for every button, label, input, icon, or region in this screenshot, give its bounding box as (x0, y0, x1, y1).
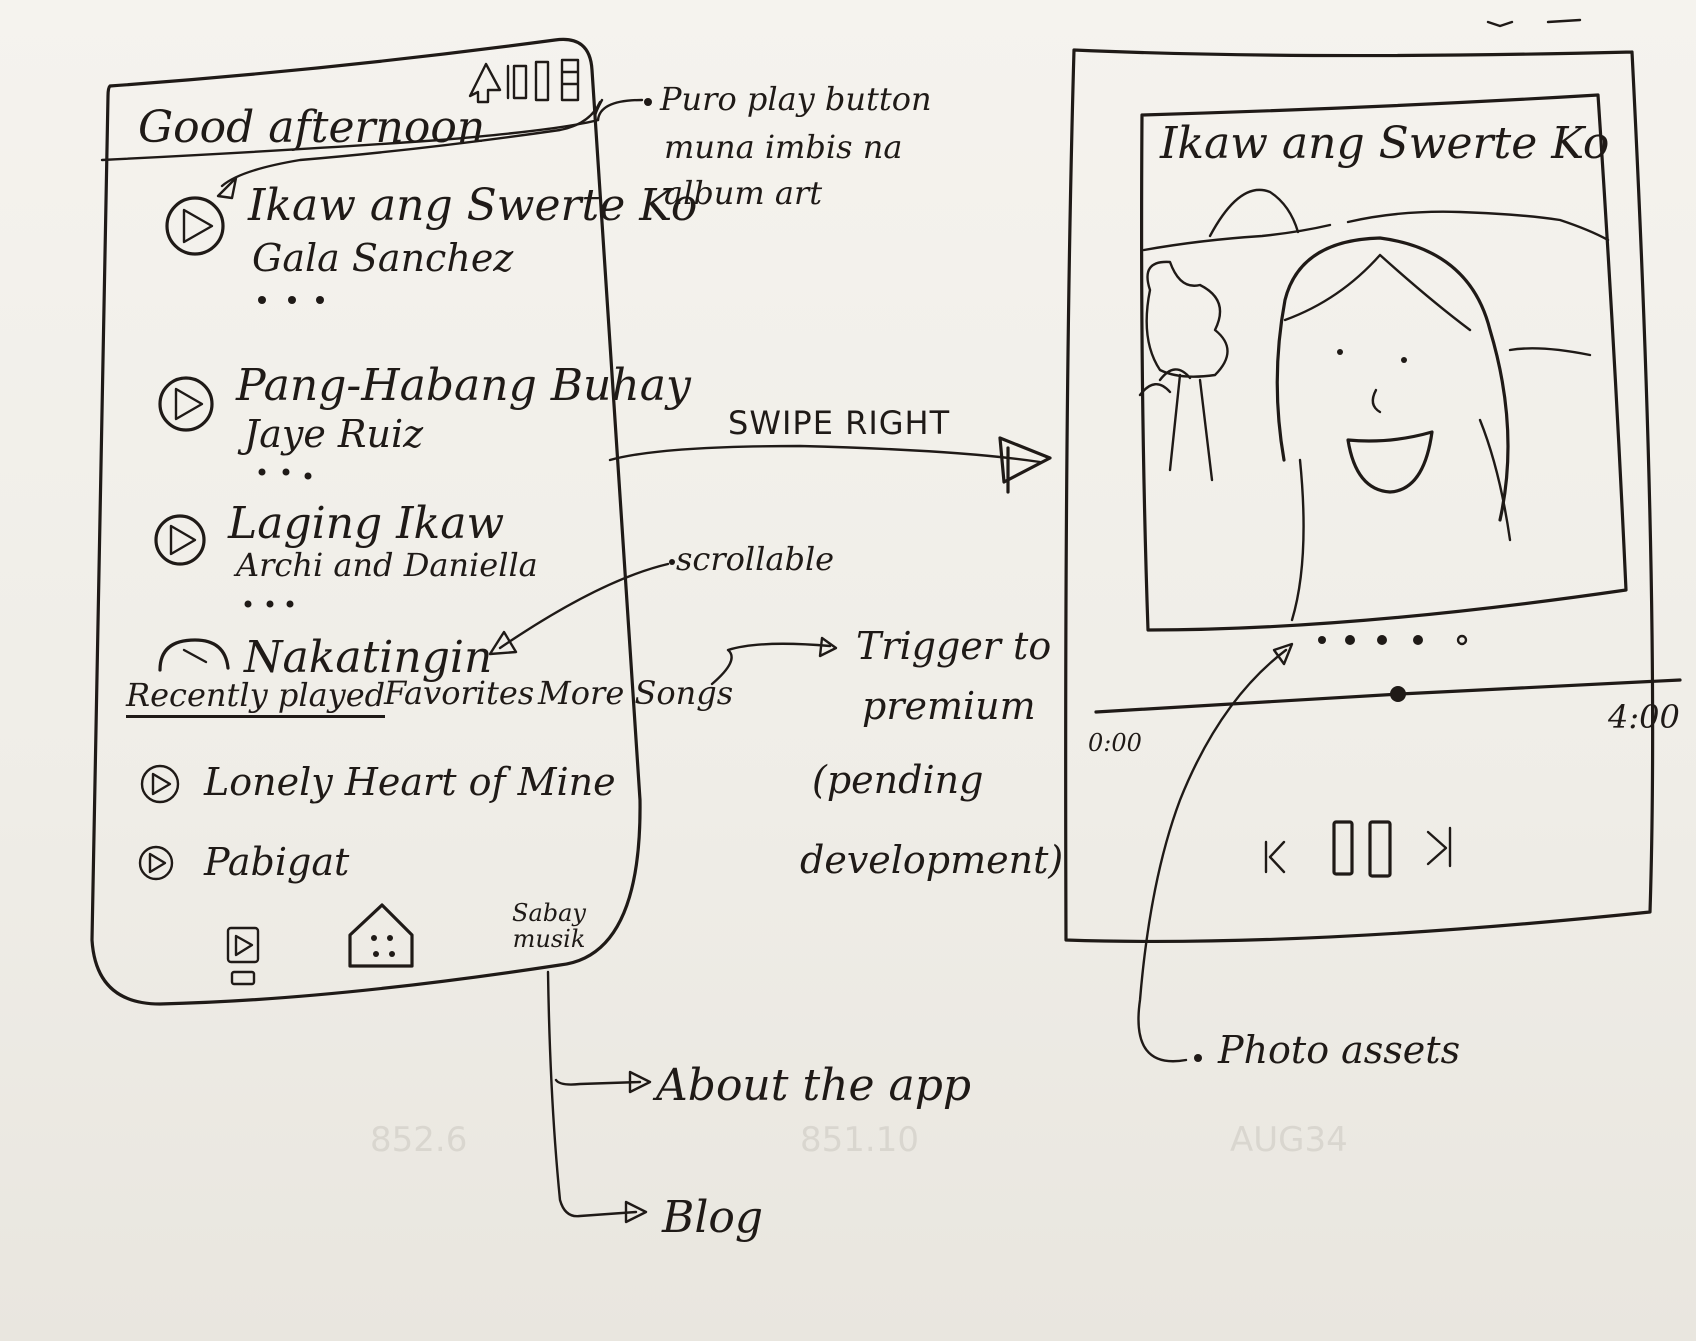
right-phone-frame (1064, 48, 1655, 944)
play-icon-partial (158, 638, 230, 672)
nav-menu-label[interactable]: Sabay musik (512, 899, 586, 954)
song-title[interactable]: Nakatingin (244, 632, 493, 683)
about-app-label: About the app (656, 1060, 972, 1111)
next-icon (1426, 826, 1452, 868)
song-artist: Jaye Ruiz (244, 412, 424, 456)
note-line: album art (664, 174, 823, 212)
time-end: 4:00 (1608, 698, 1680, 736)
photo-assets-arrow (1137, 648, 1288, 1063)
previous-icon (1264, 840, 1286, 874)
tab-recently-played[interactable]: Recently played (126, 677, 386, 719)
swipe-arrow (608, 444, 1042, 464)
left-phone-frame (90, 37, 642, 1006)
greeting: Good afternoon (138, 102, 486, 153)
trigger-label: premium (862, 684, 1036, 728)
swipe-right-label: SWIPE RIGHT (728, 404, 951, 442)
tab-more-songs[interactable]: More Songs (538, 674, 734, 712)
play-icon (154, 514, 206, 566)
photo-frame (1140, 93, 1628, 632)
note-line: muna imbis na (664, 128, 903, 166)
pause-icon (1332, 820, 1392, 878)
menu-branch-line (546, 970, 638, 1218)
photo-assets-label: Photo assets (1218, 1028, 1461, 1072)
status-icons (468, 58, 580, 104)
scrollable-arrow (498, 562, 670, 650)
header-divider (100, 118, 600, 162)
play-note-arrow (220, 98, 644, 188)
swipe-arrowhead (998, 436, 1052, 494)
song-artist: Archi and Daniella (236, 546, 538, 584)
recent-song[interactable]: Pabigat (204, 840, 350, 884)
home-icon (348, 903, 414, 968)
play-icon (140, 764, 180, 804)
time-start: 0:00 (1088, 729, 1142, 757)
song-artist: Gala Sanchez (252, 236, 514, 280)
trigger-label: (pending (812, 758, 984, 802)
play-icon (158, 376, 214, 432)
player-song-title: Ikaw ang Swerte Ko (1160, 118, 1610, 169)
trigger-label: Trigger to (856, 624, 1052, 668)
progress-thumb (1390, 686, 1406, 702)
song-title[interactable]: Laging Ikaw (228, 498, 505, 549)
tab-favorites[interactable]: Favorites (384, 674, 535, 712)
note-line: Puro play button (660, 80, 932, 118)
trigger-arrow (710, 642, 832, 686)
play-icon (165, 176, 238, 256)
play-icon (138, 845, 174, 881)
recent-song[interactable]: Lonely Heart of Mine (204, 760, 616, 804)
photo-sketch (1138, 188, 1610, 622)
library-icon (226, 926, 260, 986)
song-title[interactable]: Ikaw ang Swerte Ko (248, 180, 698, 231)
scrollable-label: scrollable (676, 540, 835, 578)
progress-track (1094, 678, 1682, 714)
trigger-label: development) (800, 838, 1064, 882)
song-title[interactable]: Pang-Habang Buhay (236, 360, 691, 411)
blog-label: Blog (662, 1192, 764, 1243)
